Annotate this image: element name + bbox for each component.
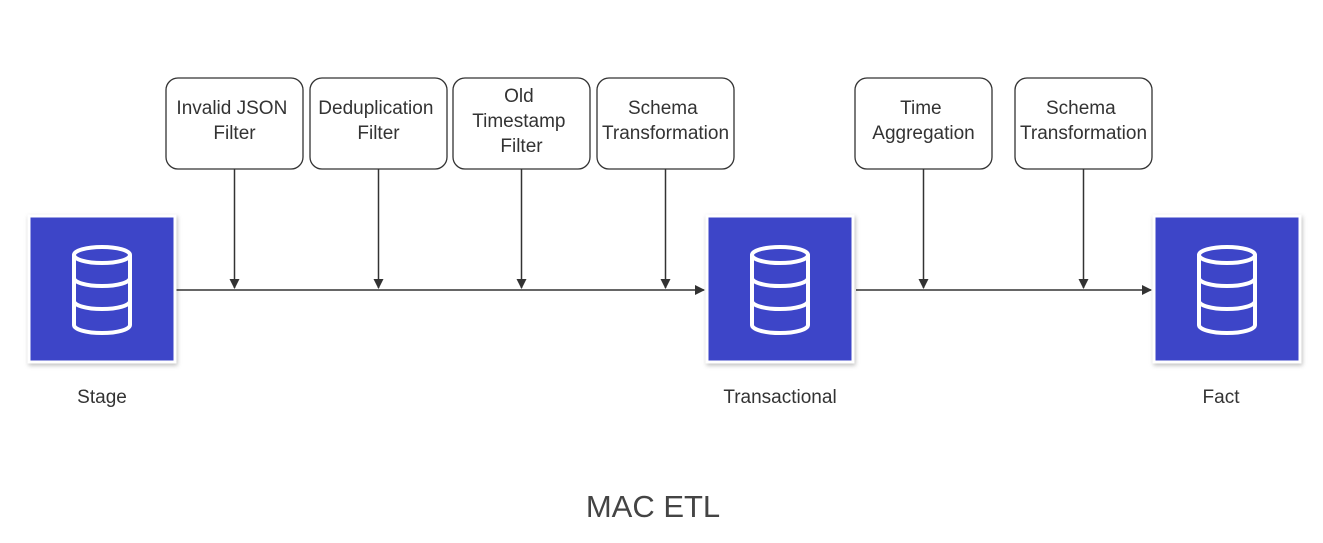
database-fact[interactable]: Fact (1152, 214, 1302, 408)
filter-label-line: Filter (213, 123, 256, 144)
filter-label: Schema Transformation (1020, 98, 1147, 144)
filter-deduplication[interactable]: Deduplication Filter (309, 77, 448, 289)
filter-label-line: Schema (1046, 98, 1116, 119)
filter-label: Old Timestamp Filter (472, 86, 571, 157)
filter-label-line: Transformation (1020, 123, 1147, 144)
filter-label-line: Invalid JSON (176, 98, 287, 119)
filter-label: Invalid JSON Filter (176, 98, 292, 144)
filter-label-line: Deduplication (318, 98, 433, 119)
filter-label: Deduplication Filter (318, 98, 438, 144)
filter-label-line: Transformation (602, 123, 729, 144)
database-label: Stage (77, 387, 127, 408)
database-label: Fact (1203, 387, 1241, 408)
database-tile (1152, 214, 1302, 364)
filter-schema-transformation-2[interactable]: Schema Transformation (1014, 77, 1153, 289)
diagram-title: MAC ETL (586, 489, 720, 524)
filter-label-line: Old (504, 86, 534, 107)
database-tile (705, 214, 855, 364)
database-transactional[interactable]: Transactional (705, 214, 855, 408)
database-stage[interactable]: Stage (27, 214, 177, 408)
filter-label-line: Filter (357, 123, 400, 144)
filter-label-line: Schema (628, 98, 698, 119)
filter-label-line: Aggregation (872, 123, 974, 144)
filter-invalid-json[interactable]: Invalid JSON Filter (165, 77, 304, 289)
database-tile (27, 214, 177, 364)
filter-schema-transformation-1[interactable]: Schema Transformation (596, 77, 735, 289)
filter-label-line: Filter (500, 136, 543, 157)
filter-time-aggregation[interactable]: Time Aggregation (854, 77, 993, 289)
filter-old-timestamp[interactable]: Old Timestamp Filter (452, 77, 591, 289)
filter-label: Time Aggregation (872, 98, 974, 144)
filter-label: Schema Transformation (602, 98, 729, 144)
filter-label-line: Timestamp (472, 111, 565, 132)
filter-label-line: Time (900, 98, 942, 119)
database-label: Transactional (723, 387, 836, 408)
